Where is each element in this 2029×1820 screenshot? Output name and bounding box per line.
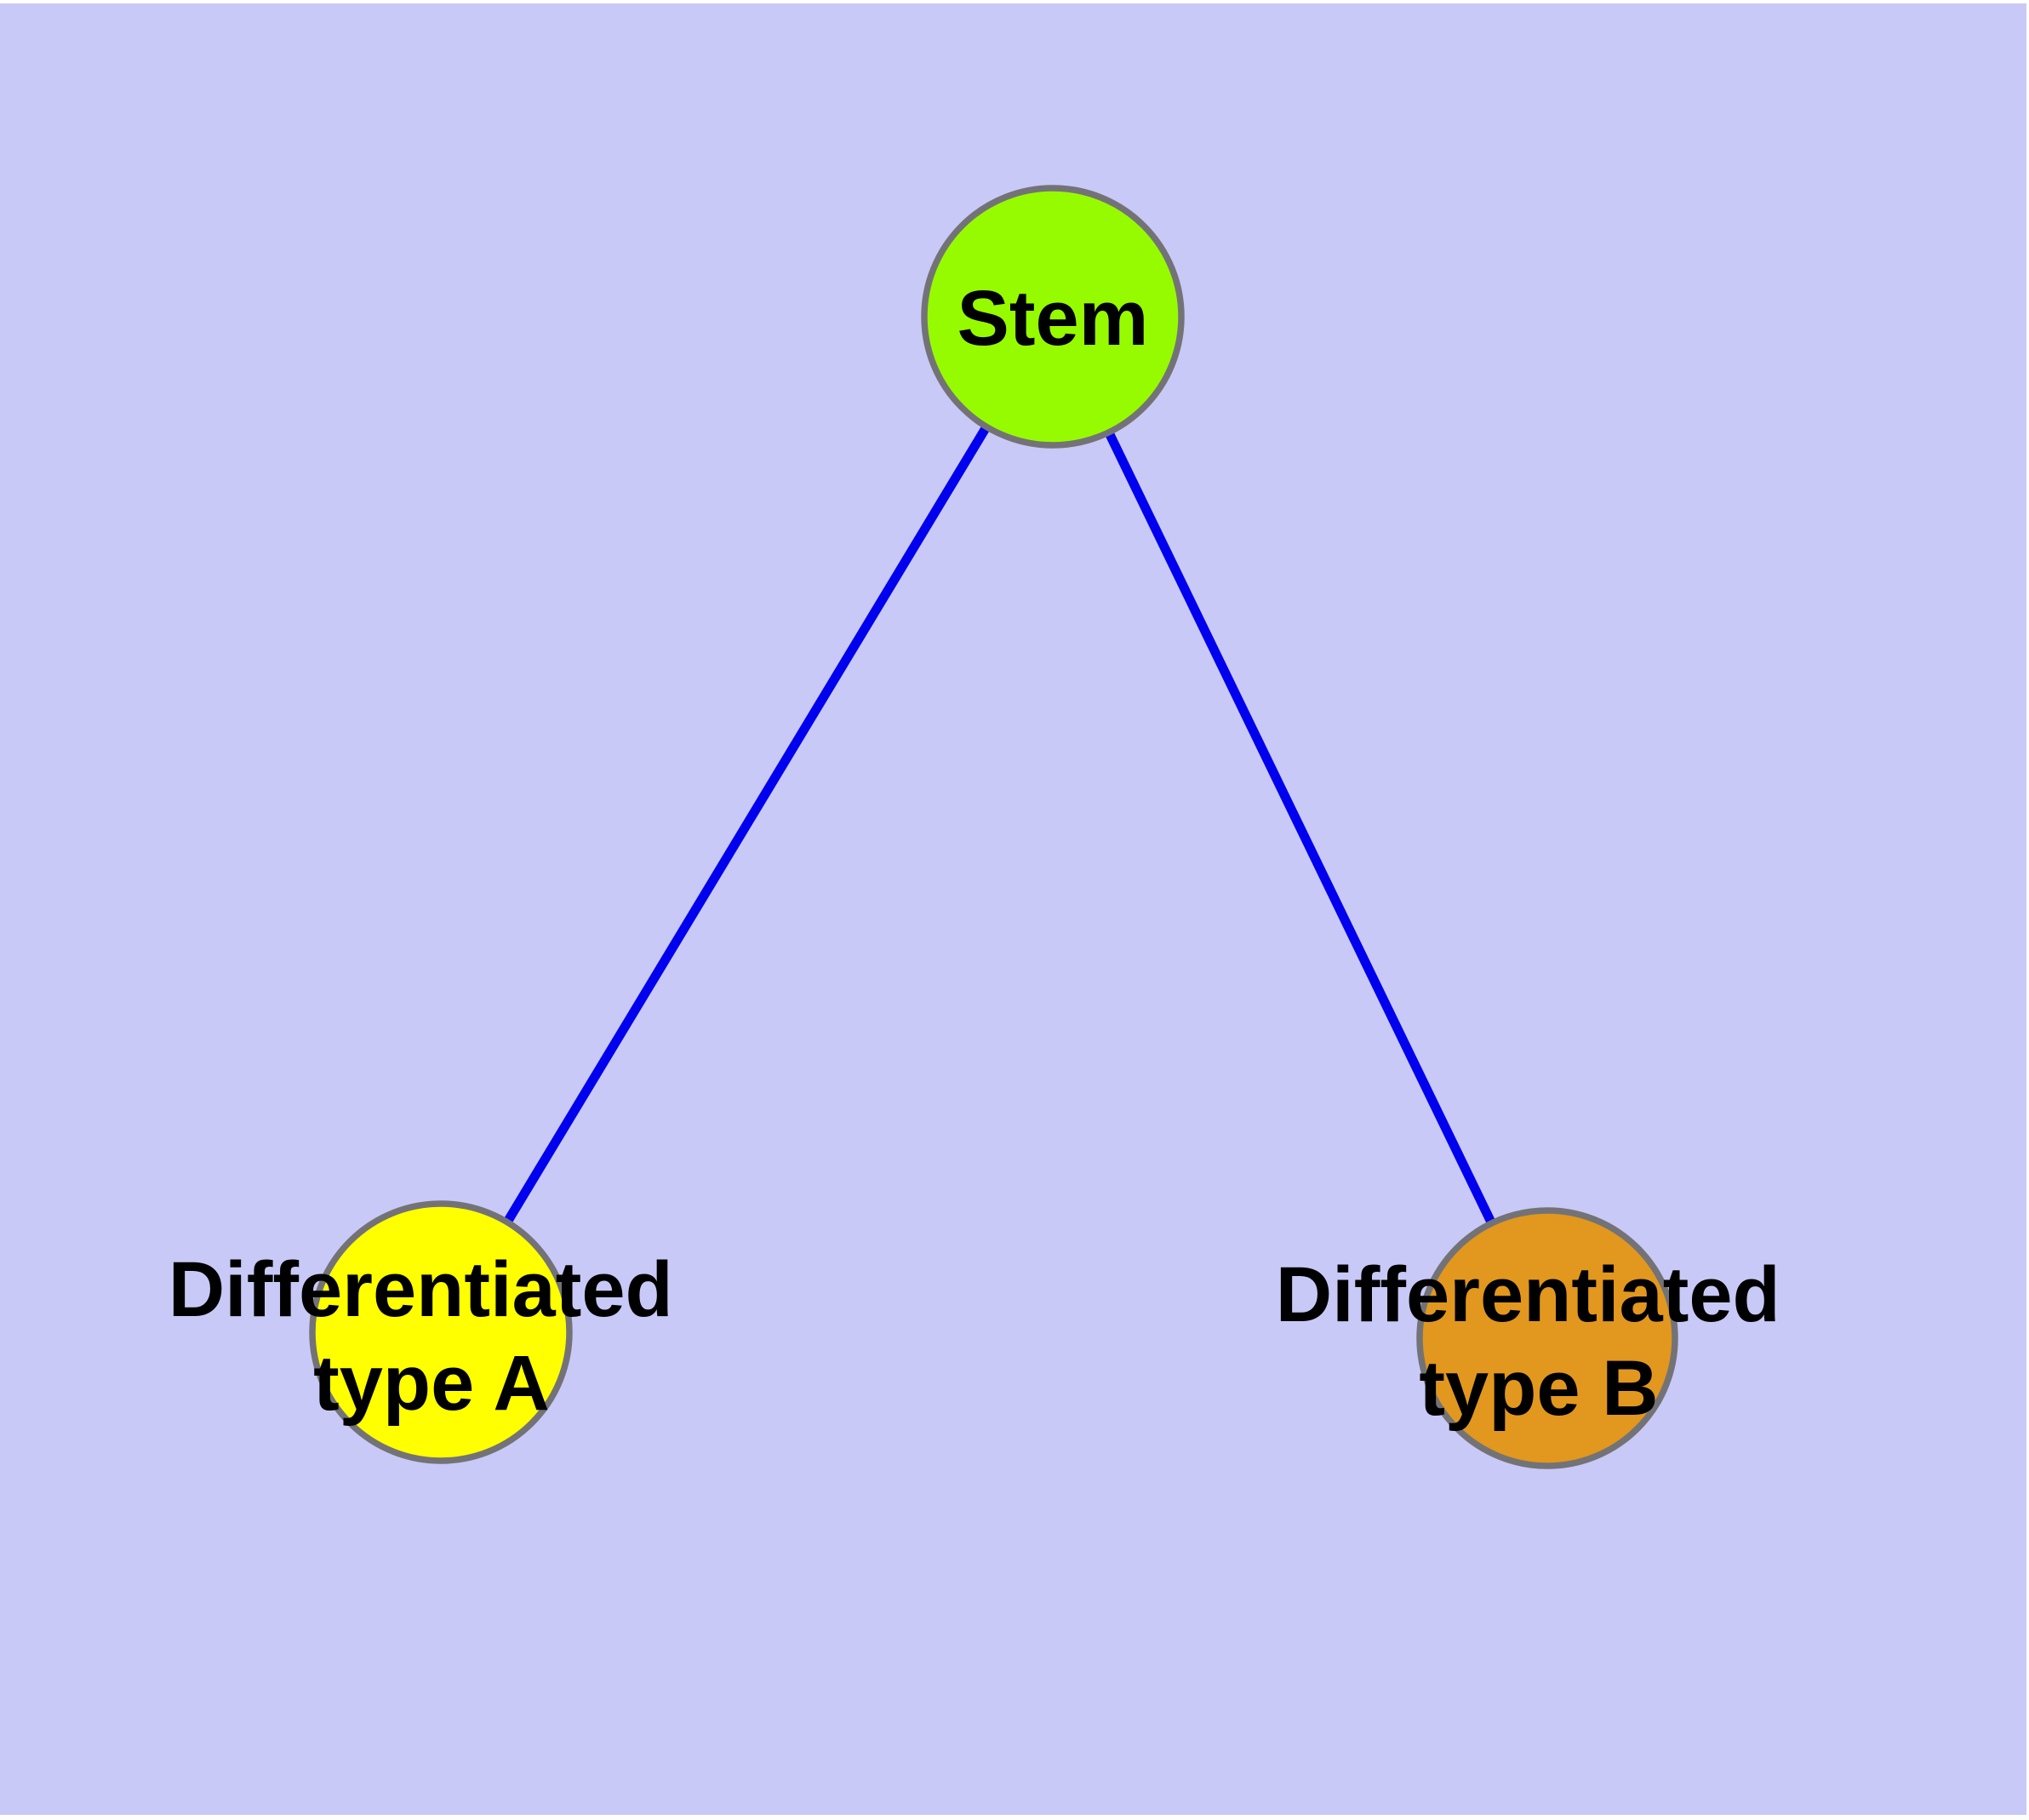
node-stem: Stem — [921, 185, 1185, 449]
edge-stem-to-type-b — [1049, 314, 1552, 1341]
node-differentiated-type-b: Differentiated type B — [1276, 1207, 1803, 1469]
node-differentiated-type-b-circle — [1416, 1207, 1678, 1469]
node-differentiated-type-b-label-line2: type B — [1419, 1345, 1658, 1432]
edge-layer — [437, 314, 1552, 1341]
node-stem-label: Stem — [957, 275, 1149, 362]
node-differentiated-type-a-label-line1: Differentiated — [169, 1246, 673, 1333]
node-differentiated-type-b-label-line1: Differentiated — [1276, 1251, 1780, 1338]
node-stem-circle — [921, 185, 1185, 449]
node-differentiated-type-a: Differentiated type A — [169, 1200, 695, 1464]
node-differentiated-type-a-label-line2: type A — [313, 1340, 550, 1427]
node-differentiated-type-a-label: Differentiated type A — [169, 1246, 695, 1427]
edge-stem-to-type-a — [437, 314, 1057, 1335]
node-differentiated-type-a-circle — [309, 1200, 573, 1464]
node-differentiated-type-b-label: Differentiated type B — [1276, 1251, 1803, 1432]
